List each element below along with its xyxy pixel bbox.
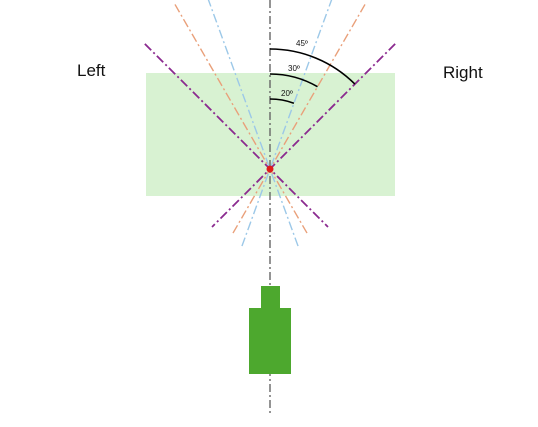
angle-lines xyxy=(144,0,396,247)
right-label: Right xyxy=(443,63,483,82)
angle-label-45: 45º xyxy=(296,39,308,48)
angle-arc-45 xyxy=(269,48,356,85)
angle-line-20-left xyxy=(207,0,299,247)
angle-label-20: 20º xyxy=(281,89,293,98)
angle-arc-20 xyxy=(269,98,295,104)
left-label: Left xyxy=(77,61,106,80)
angle-line-20-right xyxy=(241,0,333,247)
camera-icon xyxy=(249,286,291,374)
focal-point-marker xyxy=(266,165,274,173)
angle-line-30-left xyxy=(174,4,308,234)
angle-arc-30 xyxy=(269,73,318,88)
angle-line-30-right xyxy=(232,4,366,234)
angle-label-30: 30º xyxy=(288,64,300,73)
angle-arcs: 45º 30º 20º xyxy=(269,39,356,104)
